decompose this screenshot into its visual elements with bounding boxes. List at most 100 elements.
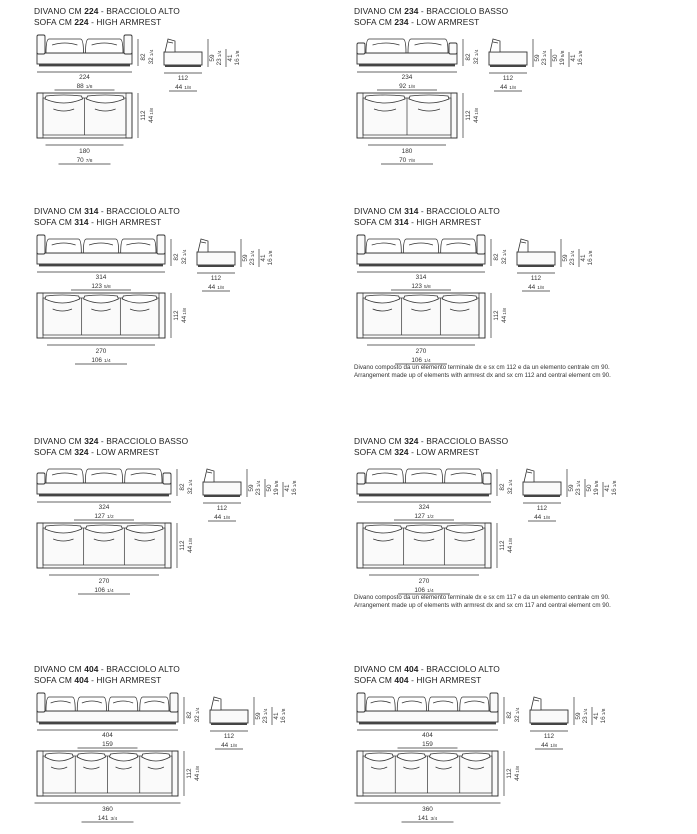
plan-back-cushion (364, 294, 401, 304)
seat-depth-in: 441/8 (514, 766, 521, 781)
side-height3-in: 195/8 (593, 480, 600, 495)
armrest-left (356, 234, 366, 255)
plan-back-cushion (364, 524, 403, 534)
side-height1-cm: 59 (248, 484, 255, 492)
cushion-crease (450, 472, 477, 476)
side-depth-cm: 112 (211, 275, 222, 282)
side-height3-in: 195/8 (559, 50, 566, 65)
plan-arm-right (164, 522, 172, 569)
side-height1-in: 231/4 (255, 480, 262, 495)
plan-arm-right (125, 92, 133, 139)
seat-width-cm: 270 (419, 578, 430, 585)
armrest-left (356, 472, 366, 485)
plan-back-cushion (125, 524, 164, 534)
title-size: 324 (404, 436, 419, 446)
front-height-cm: 82 (506, 711, 513, 719)
back-cushion (124, 468, 163, 484)
title-it-prefix: DIVANO CM (34, 664, 82, 674)
side-seat (196, 251, 236, 266)
plan-arm-right (450, 92, 458, 139)
armrest-right (156, 234, 166, 255)
sofa-base (36, 52, 133, 65)
armrest-right (482, 472, 492, 485)
seat-width-cm: 360 (102, 806, 113, 813)
armrest-right (448, 42, 458, 55)
title-size: 314 (74, 216, 89, 227)
back-cushion (459, 696, 490, 712)
seat-width-cm: 270 (96, 348, 107, 355)
title-size: 404 (404, 664, 419, 674)
plan-back-cushion (44, 752, 74, 762)
title-size: 404 (74, 674, 89, 685)
plan-arm-right (491, 750, 499, 797)
title-it-prefix: DIVANO CM (34, 206, 82, 216)
front-height-in: 321/4 (507, 479, 514, 494)
front-width-in: 159 (422, 741, 433, 748)
back-cushion (82, 238, 120, 254)
title-en-suffix: - HIGH ARMREST (91, 674, 162, 685)
cushion-crease (372, 42, 400, 46)
plan-back-cushion (44, 524, 83, 534)
side-height2-in: 161/8 (291, 480, 298, 495)
front-height-in: 321/4 (194, 707, 201, 722)
back-cushion (108, 696, 139, 712)
plan-back-cushion (364, 94, 406, 104)
plan-arm-left (36, 92, 44, 139)
sofa-plinth (39, 722, 176, 725)
cushion-crease (464, 700, 485, 704)
front-width-cm: 314 (416, 274, 427, 281)
back-cushion (365, 38, 407, 54)
side-height3-in: 195/8 (273, 480, 280, 495)
seat-depth-cm: 112 (140, 110, 147, 121)
side-height3-cm: 50 (586, 484, 593, 492)
side-back-cushion (210, 696, 222, 711)
side-height1-in: 231/4 (582, 708, 589, 723)
title-it-suffix: - BRACCIOLO BASSO (100, 436, 189, 446)
seat-depth-in: 441/8 (473, 108, 480, 123)
plan-arm-right (171, 750, 179, 797)
side-depth-cm: 112 (503, 75, 514, 82)
title-size: 404 (394, 674, 409, 685)
side-seat (163, 51, 203, 66)
sofa-base (356, 710, 499, 723)
seat-depth-in: 441/8 (501, 308, 508, 323)
seat-depth-in: 441/8 (187, 538, 194, 553)
side-height1-in: 231/4 (541, 50, 548, 65)
title-it-prefix: DIVANO CM (34, 6, 82, 16)
seat-width-cm: 180 (79, 148, 90, 155)
seat-width-cm: 270 (99, 578, 110, 585)
plan-back-cushion (364, 752, 394, 762)
title-en-suffix: - LOW ARMREST (411, 446, 480, 457)
seat-depth-in: 441/8 (148, 108, 155, 123)
cushion-crease (88, 242, 114, 246)
cushion-crease (370, 700, 391, 704)
title-en-prefix: SOFA CM (354, 16, 392, 27)
front-width-cm: 314 (96, 274, 107, 281)
side-seat (209, 709, 249, 724)
title-en-prefix: SOFA CM (354, 446, 392, 457)
armrest-left (36, 692, 46, 713)
side-height2-in: 161/8 (587, 250, 594, 265)
cushion-crease (414, 42, 442, 46)
plan-back-cushion (441, 294, 478, 304)
seat-width-cm: 180 (402, 148, 413, 155)
